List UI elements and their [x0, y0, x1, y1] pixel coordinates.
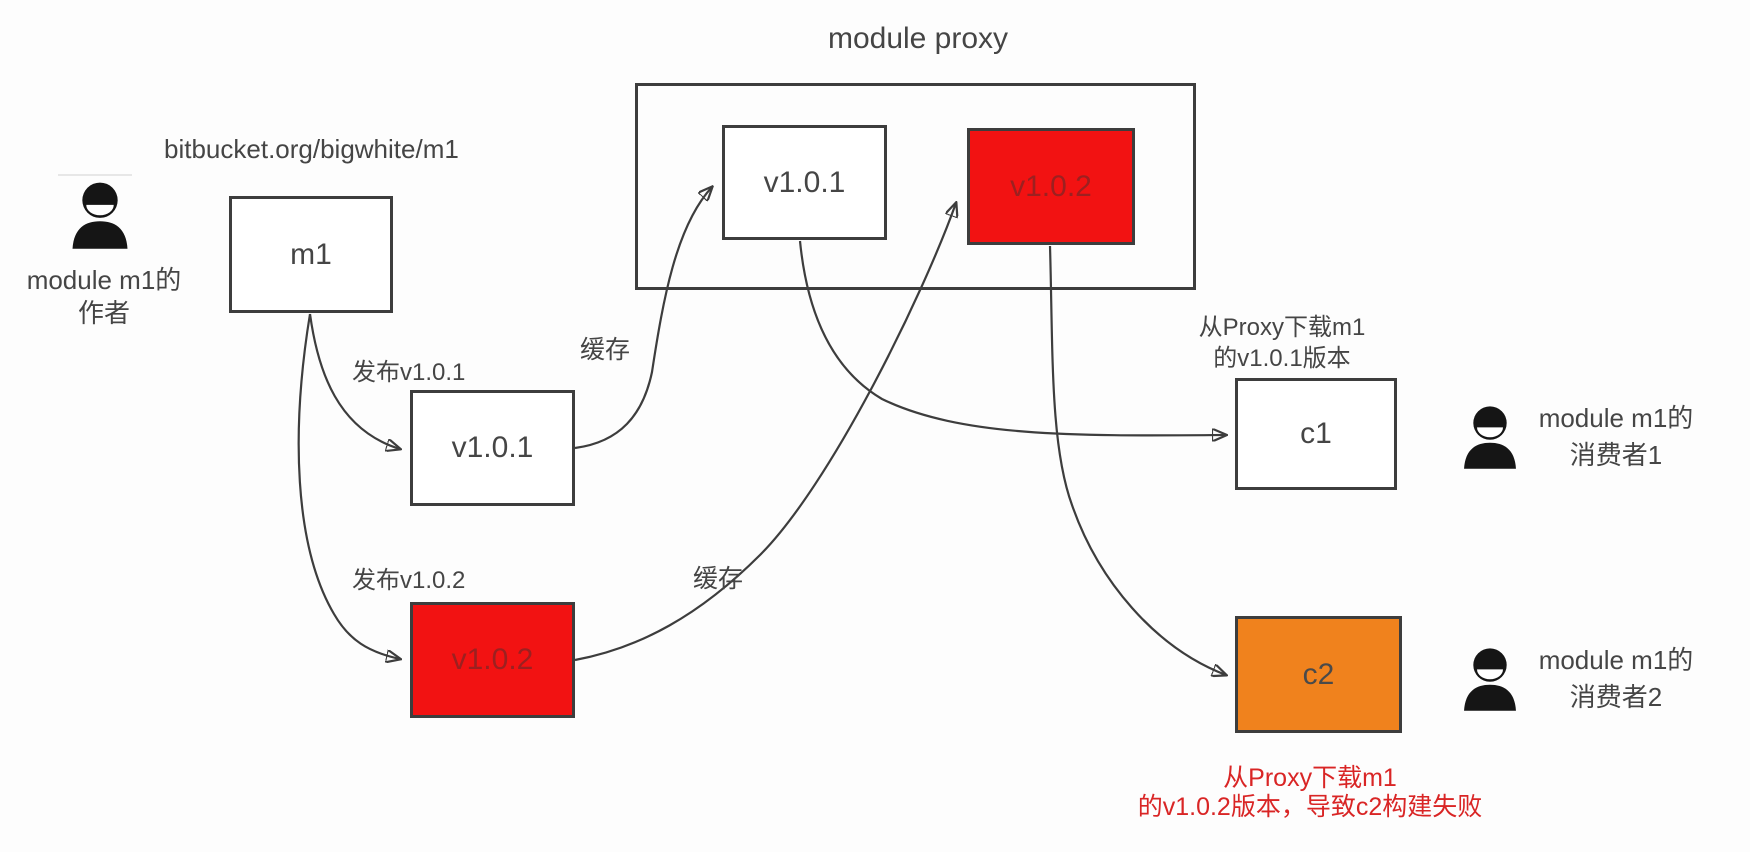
arrow-cache-v102: [574, 203, 956, 662]
local-v102-box: v1.0.2: [410, 602, 575, 718]
c2-failure-note-line1: 从Proxy下载m1: [1223, 764, 1397, 792]
proxy-v102-box: v1.0.2: [967, 128, 1135, 245]
consumer2-label-line2: 消费者2: [1569, 682, 1663, 712]
proxy-v102-label: v1.0.2: [1010, 169, 1092, 203]
avatar-frame-line: [58, 174, 132, 176]
arrow-publish-v101: [308, 313, 400, 449]
c1-note-line2: 的v1.0.1版本: [1213, 345, 1351, 372]
c2-failure-note: 从Proxy下载m1 的v1.0.2版本，导致c2构建失败: [1110, 764, 1510, 822]
arrow-publish-v102: [297, 313, 400, 659]
proxy-v101-label: v1.0.1: [763, 165, 846, 199]
m1-box: m1: [229, 196, 393, 313]
c2-box-label: c2: [1302, 657, 1335, 691]
consumer2-label: module m1的 消费者2: [1516, 642, 1716, 716]
c2-failure-note-line2: 的v1.0.2版本，导致c2构建失败: [1137, 793, 1483, 821]
arrow-cache-v101: [574, 187, 712, 450]
proxy-v101-box: v1.0.1: [722, 125, 887, 240]
local-v102-label: v1.0.2: [451, 643, 534, 676]
repo-label: bitbucket.org/bigwhite/m1: [164, 134, 459, 164]
c1-box: c1: [1235, 378, 1397, 490]
person-icon: [1459, 644, 1521, 712]
cache1-label: 缓存: [580, 336, 631, 364]
local-v101-box: v1.0.1: [410, 390, 575, 506]
module-proxy-container: [635, 83, 1196, 290]
person-icon: [67, 178, 133, 250]
c2-box: c2: [1235, 616, 1402, 733]
c1-note: 从Proxy下载m1 的v1.0.1版本: [1132, 312, 1432, 374]
consumer2-label-line1: module m1的: [1538, 645, 1694, 675]
proxy-title: module proxy: [827, 22, 1009, 55]
consumer1-label: module m1的 消费者1: [1516, 400, 1716, 474]
arrow-download-c2: [1048, 245, 1226, 675]
c1-note-line1: 从Proxy下载m1: [1198, 314, 1366, 341]
consumer1-label-line2: 消费者1: [1569, 440, 1663, 470]
m1-box-label: m1: [290, 237, 332, 271]
person-icon: [1459, 402, 1521, 470]
c1-box-label: c1: [1300, 417, 1332, 450]
author-label: module m1的 作者: [9, 264, 199, 330]
publish-v101-label: 发布v1.0.1: [352, 359, 466, 386]
author-label-line2: 作者: [77, 298, 130, 328]
cache2-label: 缓存: [693, 565, 744, 593]
publish-v102-label: 发布v1.0.2: [352, 567, 466, 594]
arrow-download-c1: [798, 240, 1226, 435]
consumer1-label-line1: module m1的: [1538, 403, 1694, 433]
local-v101-label: v1.0.1: [451, 431, 534, 464]
author-label-line1: module m1的: [26, 265, 182, 295]
